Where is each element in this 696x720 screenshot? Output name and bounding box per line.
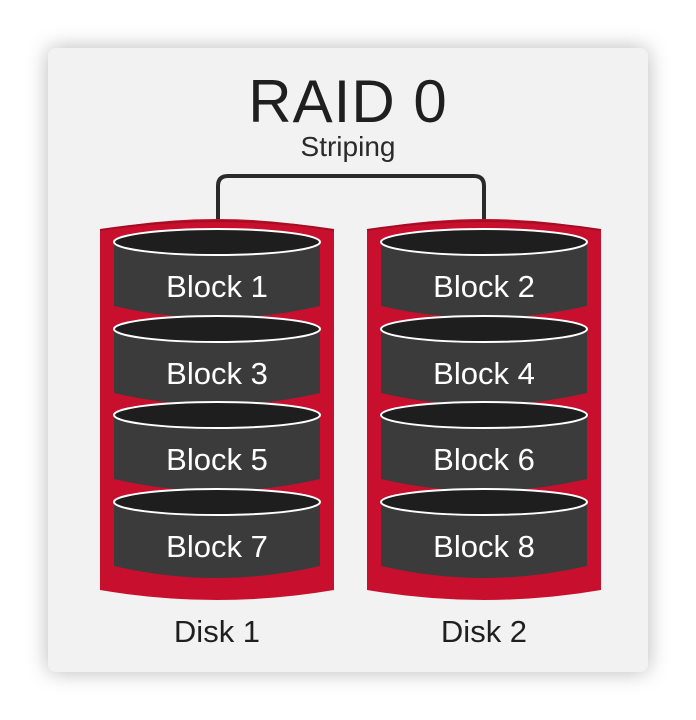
- striping-connector: [216, 174, 486, 240]
- block-1-3: Block 5: [113, 401, 321, 491]
- block-label: Block 3: [166, 356, 268, 391]
- block-label: Block 2: [433, 269, 535, 304]
- block-1-4: Block 7: [113, 488, 321, 578]
- block-label: Block 8: [433, 529, 535, 564]
- block-1-1: Block 1: [113, 228, 321, 318]
- block-2-3: Block 6: [380, 401, 588, 491]
- block-label: Block 1: [166, 269, 268, 304]
- disk-1-red-top: [99, 220, 335, 231]
- block-label: Block 6: [433, 442, 535, 477]
- block-1-2: Block 3: [113, 315, 321, 405]
- disk-2: Block 2 Block 4 Block 6 Block 8: [366, 219, 602, 600]
- disk-2-label: Disk 2: [440, 614, 528, 649]
- block-label: Block 5: [166, 442, 268, 477]
- block-2-4: Block 8: [380, 488, 588, 578]
- disk-1-blocks: Block 1 Block 3 Block 5 Block 7: [113, 228, 321, 578]
- disk-2-blocks: Block 2 Block 4 Block 6 Block 8: [380, 228, 588, 578]
- diagram-title: RAID 0: [248, 68, 448, 135]
- block-label: Block 4: [433, 356, 535, 391]
- diagram-subtitle: Striping: [300, 131, 396, 162]
- block-2-2: Block 4: [380, 315, 588, 405]
- block-label: Block 7: [166, 529, 268, 564]
- disk-1: Block 1 Block 3 Block 5 Block 7: [99, 219, 335, 600]
- disk-1-label: Disk 1: [173, 614, 261, 649]
- block-2-1: Block 2: [380, 228, 588, 318]
- disk-2-red-top: [366, 220, 602, 231]
